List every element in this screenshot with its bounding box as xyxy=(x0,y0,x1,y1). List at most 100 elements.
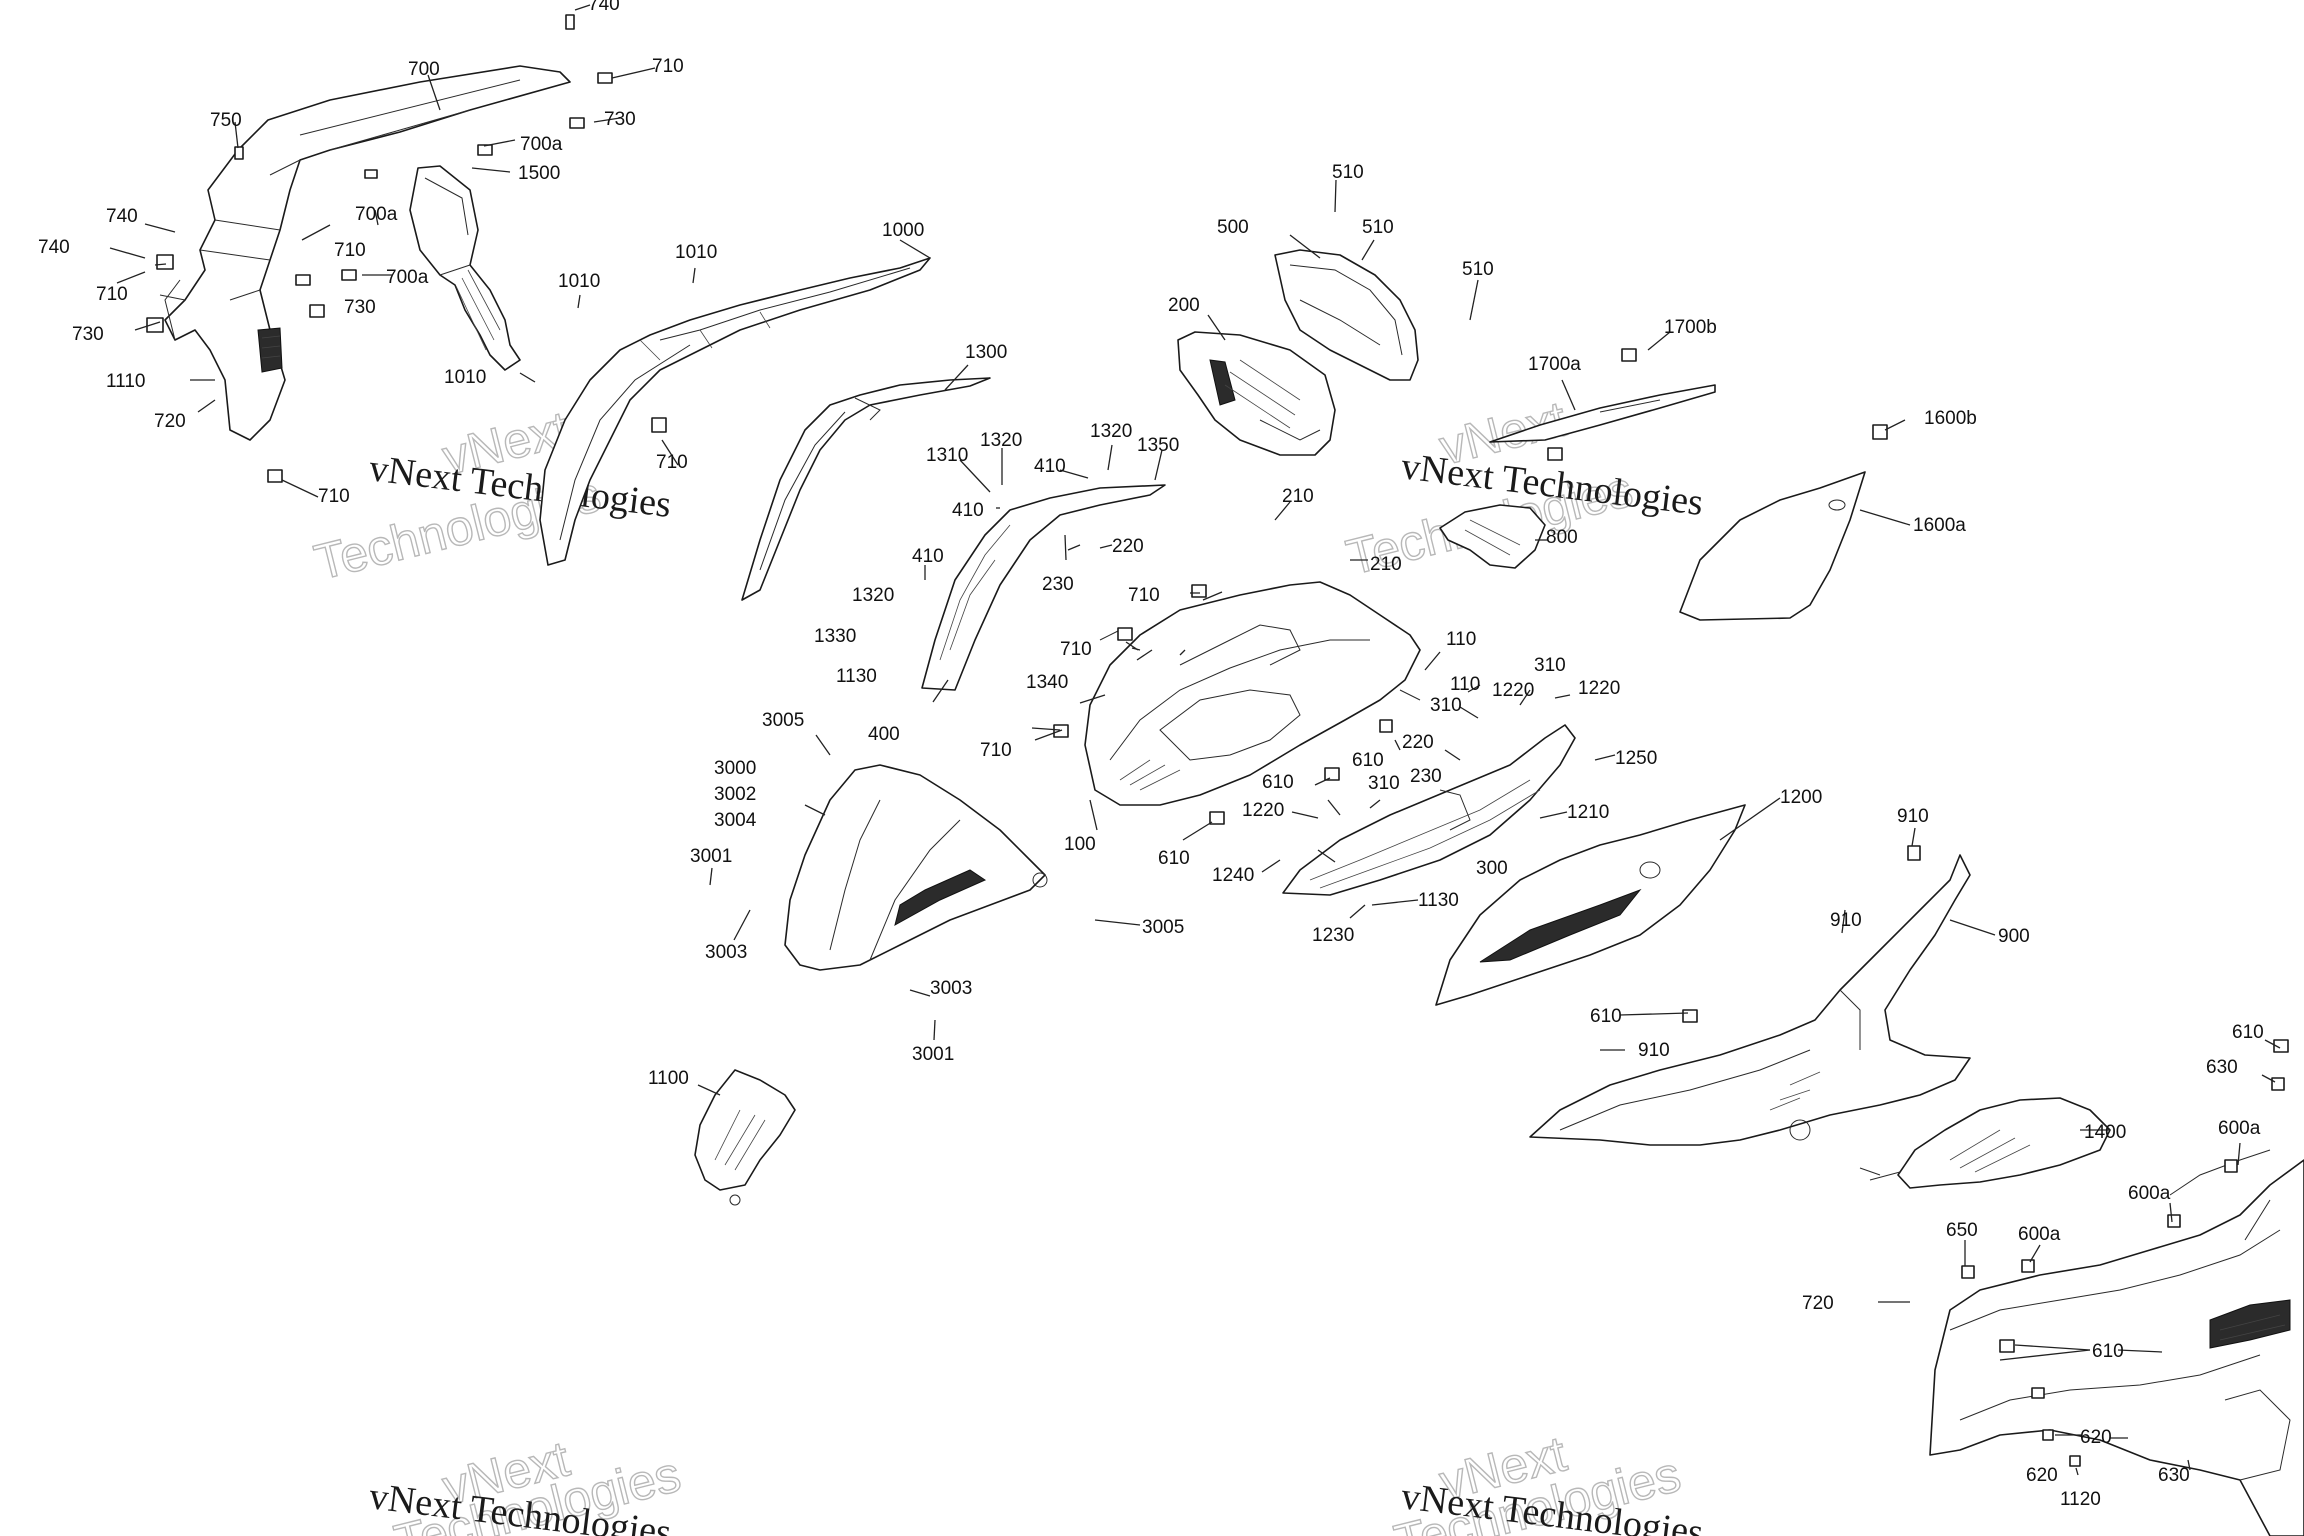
callout-1320: 1320 xyxy=(980,430,1022,451)
part-100-front-fairing xyxy=(1084,581,1421,806)
part-rear-frame-right xyxy=(1929,1149,2304,1536)
callout-720: 720 xyxy=(1802,1293,1834,1314)
callout-710: 710 xyxy=(1060,639,1092,660)
callout-600a: 600a xyxy=(2218,1118,2261,1139)
callout-200: 200 xyxy=(1168,295,1200,316)
callout-750: 750 xyxy=(210,110,242,131)
callout-1220: 1220 xyxy=(1242,800,1284,821)
callout-730: 730 xyxy=(604,109,636,130)
callout-1100: 1100 xyxy=(648,1068,689,1089)
callout-620: 620 xyxy=(2080,1427,2112,1448)
part-1500-mirror xyxy=(409,165,521,371)
callout-230: 230 xyxy=(1042,574,1074,595)
callout-710: 710 xyxy=(656,452,688,473)
callout-500: 500 xyxy=(1217,217,1249,238)
callout-510: 510 xyxy=(1332,162,1364,183)
callout-610: 610 xyxy=(1262,772,1294,793)
callout-610: 610 xyxy=(2232,1022,2264,1043)
callout-1210: 1210 xyxy=(1567,802,1609,823)
callout-1700a: 1700a xyxy=(1528,354,1581,375)
part-500-bezel xyxy=(1274,249,1419,381)
callout-710: 710 xyxy=(652,56,684,77)
callout-220: 220 xyxy=(1402,732,1434,753)
leader-lines xyxy=(109,4,2281,1476)
part-1300-strip xyxy=(741,377,991,601)
callout-3005: 3005 xyxy=(1142,917,1184,938)
callout-1500: 1500 xyxy=(518,163,560,184)
callout-730: 730 xyxy=(344,297,376,318)
part-1600a-plate xyxy=(1679,471,1866,621)
callout-410: 410 xyxy=(912,546,944,567)
callout-510: 510 xyxy=(1362,217,1394,238)
callout-800: 800 xyxy=(1546,527,1578,548)
callout-1000: 1000 xyxy=(882,220,924,241)
callout-1220: 1220 xyxy=(1578,678,1620,699)
callout-710: 710 xyxy=(1128,585,1160,606)
callout-1320: 1320 xyxy=(1090,421,1132,442)
callout-1340: 1340 xyxy=(1026,672,1068,693)
part-1100-front-cover xyxy=(694,1069,796,1206)
callout-410: 410 xyxy=(1034,456,1066,477)
callout-1600a: 1600a xyxy=(1913,515,1966,536)
callout-labels: 740 700 710 750 730 700a 1500 740 700a 7… xyxy=(38,0,2264,1510)
callout-1120: 1120 xyxy=(2060,1489,2101,1510)
callout-1130: 1130 xyxy=(836,666,877,687)
callout-720: 720 xyxy=(154,411,186,432)
callout-620: 620 xyxy=(2026,1465,2058,1486)
callout-3000: 3000 xyxy=(714,758,756,779)
callout-1010: 1010 xyxy=(558,271,600,292)
callout-650: 650 xyxy=(1946,1220,1978,1241)
callout-740: 740 xyxy=(106,206,138,227)
callout-630: 630 xyxy=(2158,1465,2190,1486)
callout-610: 610 xyxy=(1590,1006,1622,1027)
callout-1230: 1230 xyxy=(1312,925,1354,946)
callout-3001: 3001 xyxy=(912,1044,954,1065)
part-1700a-strip xyxy=(1489,384,1716,443)
callout-1310: 1310 xyxy=(926,445,968,466)
callout-210: 210 xyxy=(1370,554,1402,575)
callout-3003: 3003 xyxy=(705,942,747,963)
callout-1350: 1350 xyxy=(1137,435,1179,456)
callout-210: 210 xyxy=(1282,486,1314,507)
callout-300: 300 xyxy=(1476,858,1508,879)
part-1400-handle xyxy=(1859,1097,2111,1189)
callout-700a: 700a xyxy=(386,267,429,288)
part-300-inner-panel xyxy=(1282,724,1576,896)
callout-1010: 1010 xyxy=(675,242,717,263)
callout-3004: 3004 xyxy=(714,810,757,831)
callout-230: 230 xyxy=(1410,766,1442,787)
callout-910: 910 xyxy=(1897,806,1929,827)
callout-220: 220 xyxy=(1112,536,1144,557)
callout-710: 710 xyxy=(334,240,366,261)
callout-700: 700 xyxy=(408,59,440,80)
callout-1400: 1400 xyxy=(2084,1122,2126,1143)
callout-3002: 3002 xyxy=(714,784,756,805)
callout-100: 100 xyxy=(1064,834,1096,855)
part-1200-side-panel xyxy=(1435,804,1746,1006)
callout-740: 740 xyxy=(38,237,70,258)
callout-910: 910 xyxy=(1638,1040,1670,1061)
callout-610: 610 xyxy=(2092,1341,2124,1362)
callout-1240: 1240 xyxy=(1212,865,1254,886)
callout-3003: 3003 xyxy=(930,978,972,999)
callout-610: 610 xyxy=(1158,848,1190,869)
callout-3005: 3005 xyxy=(762,710,804,731)
callout-710: 710 xyxy=(318,486,350,507)
callout-710: 710 xyxy=(96,284,128,305)
callout-600a: 600a xyxy=(2018,1224,2061,1245)
callout-3001: 3001 xyxy=(690,846,732,867)
parts-drawings xyxy=(146,14,2304,1536)
callout-1330: 1330 xyxy=(814,626,856,647)
part-700-frame-bracket xyxy=(159,65,571,441)
part-200-gauge-cover xyxy=(1177,331,1336,456)
callout-1010: 1010 xyxy=(444,367,486,388)
callout-1220: 1220 xyxy=(1492,680,1534,701)
callout-1130: 1130 xyxy=(1418,890,1459,911)
callout-710: 710 xyxy=(980,740,1012,761)
callout-110: 110 xyxy=(1450,674,1480,695)
callout-740: 740 xyxy=(588,0,620,15)
part-900-frame xyxy=(1529,854,1971,1146)
callout-730: 730 xyxy=(72,324,104,345)
callout-1110: 1110 xyxy=(106,371,145,392)
